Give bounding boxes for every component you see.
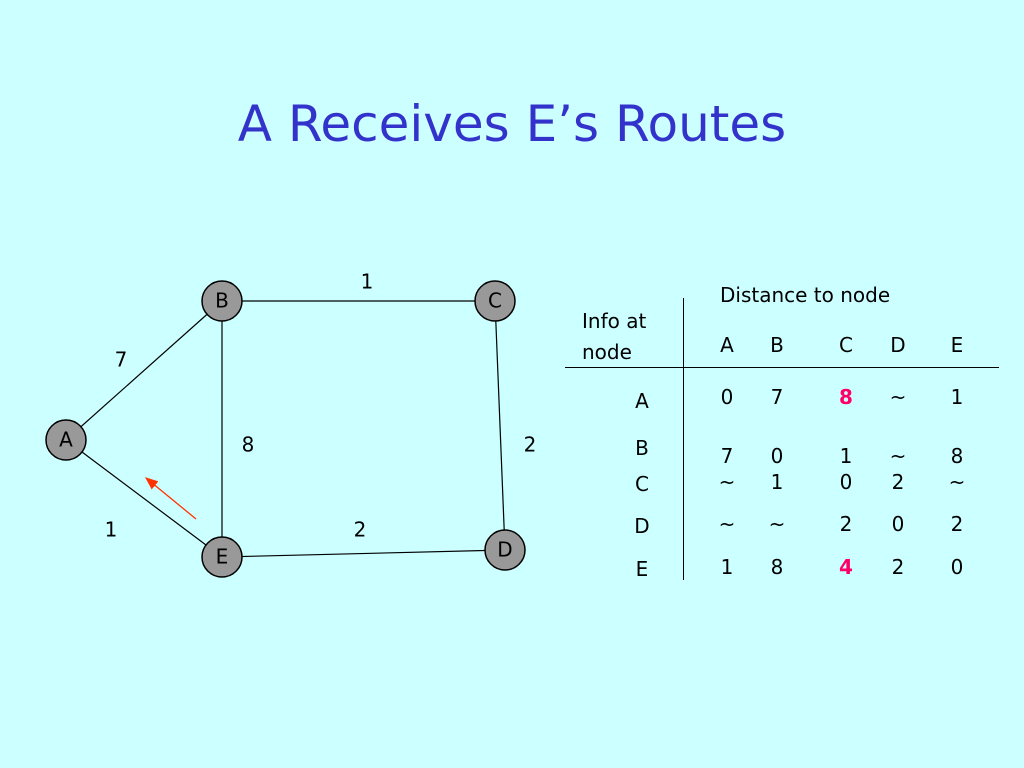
table-cell: 4 bbox=[839, 555, 853, 579]
node-label: E bbox=[216, 545, 229, 569]
column-header-e: E bbox=[950, 333, 964, 357]
column-header-c: C bbox=[839, 333, 853, 357]
slide-title: A Receives E’s Routes bbox=[237, 95, 787, 153]
node-e: E bbox=[201, 536, 243, 578]
edge-e-d bbox=[221, 549, 506, 558]
row-header-d: D bbox=[634, 514, 650, 538]
node-label: C bbox=[488, 289, 502, 313]
column-header-d: D bbox=[890, 333, 906, 357]
table-cell: ~ bbox=[889, 444, 907, 468]
table-cell: ~ bbox=[718, 512, 736, 536]
table-cell: 1 bbox=[720, 555, 734, 579]
column-header-a: A bbox=[720, 333, 734, 357]
table-cell: 7 bbox=[720, 444, 734, 468]
table-cell: 0 bbox=[891, 512, 905, 536]
table-cell: 8 bbox=[839, 385, 853, 409]
table-cell: 2 bbox=[839, 512, 853, 536]
table-cell: 0 bbox=[770, 444, 784, 468]
node-b: B bbox=[201, 280, 243, 322]
node-circle bbox=[474, 280, 516, 322]
row-header-a: A bbox=[635, 389, 649, 413]
table-cell: 0 bbox=[720, 385, 734, 409]
row-header-b: B bbox=[635, 436, 649, 460]
table-row-header-rule bbox=[683, 298, 684, 580]
table-cell: 1 bbox=[839, 444, 853, 468]
edge-a-e bbox=[65, 439, 223, 558]
table-cell: ~ bbox=[718, 470, 736, 494]
node-a: A bbox=[45, 419, 87, 461]
table-cell: 8 bbox=[950, 444, 964, 468]
table-cell: 7 bbox=[770, 385, 784, 409]
row-group-header-line1: Info at bbox=[582, 309, 647, 333]
node-circle bbox=[484, 529, 526, 571]
node-circle bbox=[201, 536, 243, 578]
edge-cost-a-b: 7 bbox=[115, 348, 128, 372]
node-d: D bbox=[484, 529, 526, 571]
table-cell: 2 bbox=[891, 470, 905, 494]
row-header-c: C bbox=[635, 472, 649, 496]
table-cell: 0 bbox=[950, 555, 964, 579]
edge-cost-c-d: 2 bbox=[524, 433, 537, 457]
table-cell: 1 bbox=[770, 470, 784, 494]
edge-cost-a-e: 1 bbox=[105, 518, 118, 542]
column-group-header: Distance to node bbox=[720, 283, 891, 307]
table-cell: ~ bbox=[889, 385, 907, 409]
table-cell: 0 bbox=[839, 470, 853, 494]
node-circle bbox=[201, 280, 243, 322]
node-circle bbox=[45, 419, 87, 461]
edge-c-d bbox=[494, 300, 506, 551]
row-header-e: E bbox=[635, 557, 649, 581]
node-label: D bbox=[497, 538, 512, 562]
table-cell: ~ bbox=[948, 470, 966, 494]
column-header-b: B bbox=[770, 333, 784, 357]
route-message-arrow bbox=[144, 477, 197, 520]
edge-a-b bbox=[65, 300, 223, 441]
table-cell: 1 bbox=[950, 385, 964, 409]
edge-cost-b-c: 1 bbox=[361, 270, 374, 294]
table-cell: 8 bbox=[770, 555, 784, 579]
edge-cost-b-e: 8 bbox=[242, 433, 255, 457]
table-header-rule bbox=[565, 367, 999, 368]
node-c: C bbox=[474, 280, 516, 322]
table-cell: 2 bbox=[891, 555, 905, 579]
table-cell: 2 bbox=[950, 512, 964, 536]
edge-cost-e-d: 2 bbox=[354, 518, 367, 542]
node-label: B bbox=[215, 289, 229, 313]
table-cell: ~ bbox=[768, 512, 786, 536]
node-label: A bbox=[59, 428, 73, 452]
row-group-header-line2: node bbox=[582, 340, 632, 364]
